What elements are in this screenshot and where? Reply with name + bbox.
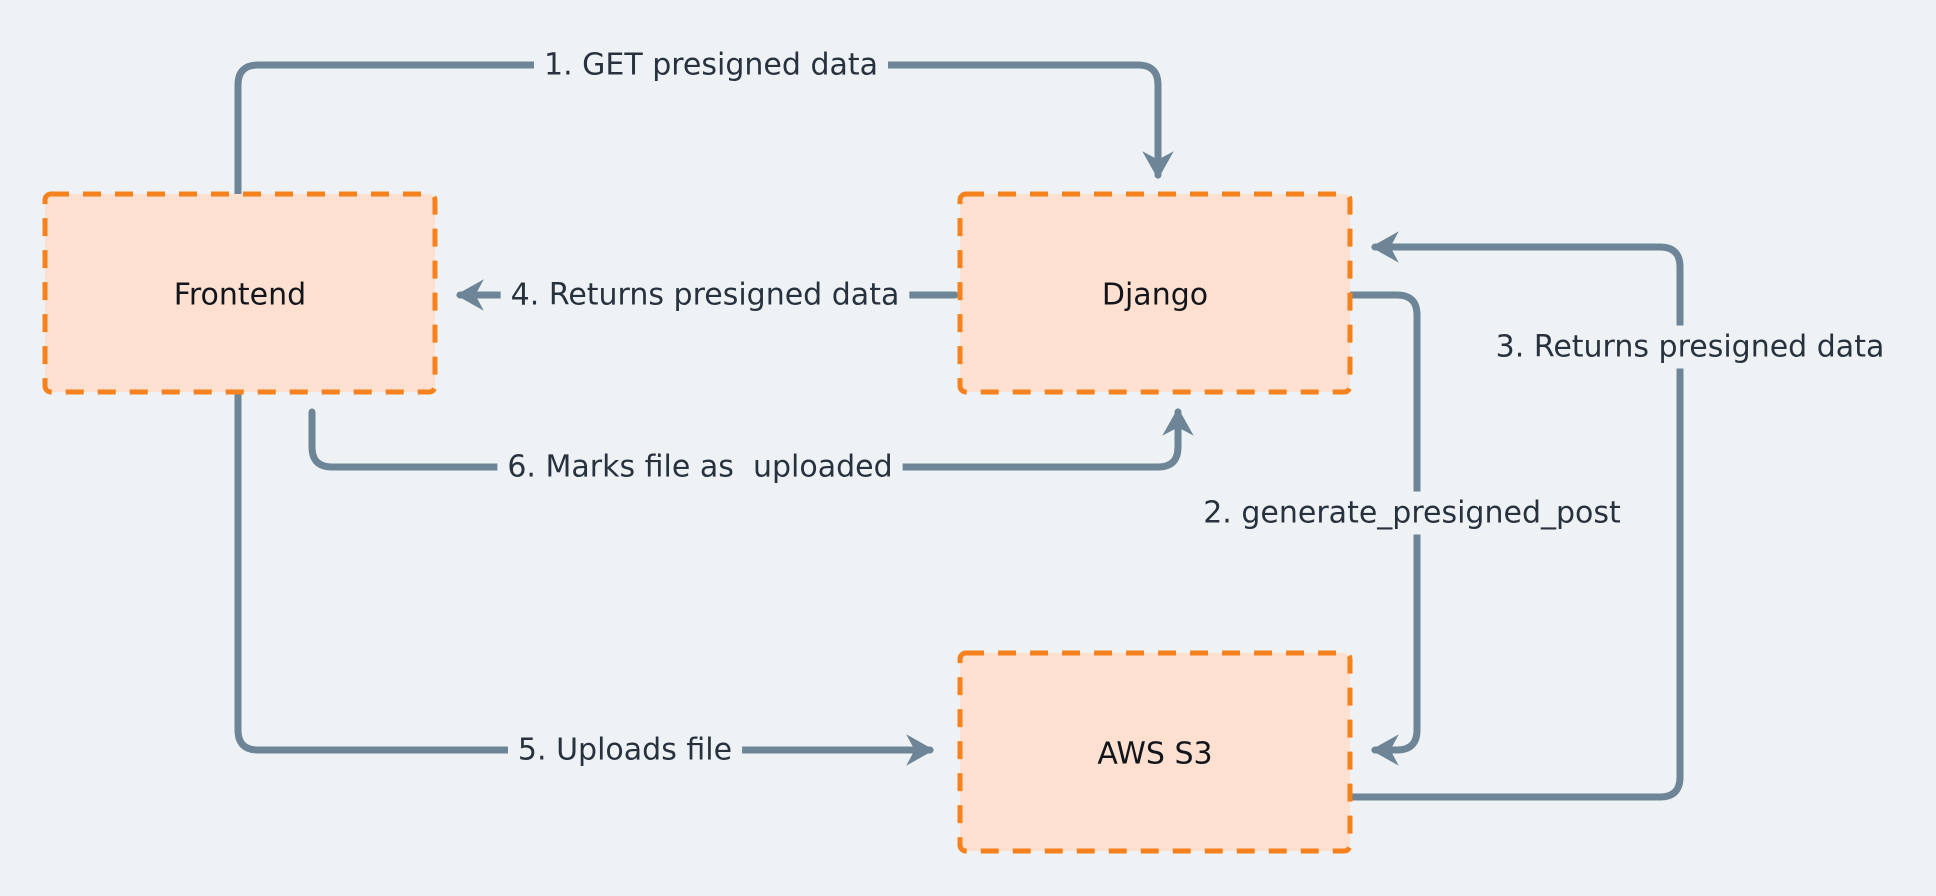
edge-1-label-bg (533, 43, 889, 87)
edge-6-label-bg (497, 445, 903, 489)
node-django-box[interactable] (957, 191, 1353, 395)
node-django-label: Django (1102, 278, 1208, 313)
node-aws-s3[interactable]: AWS S3 (957, 650, 1353, 854)
edge-3-path (1346, 231, 1684, 801)
edge-4-label: 4. Returns presigned data (511, 278, 900, 313)
edge-3-label: 3. Returns presigned data (1496, 330, 1885, 365)
edge-3-label-bg (1485, 325, 1895, 369)
edge-4-label-bg (500, 273, 910, 317)
node-frontend-label: Frontend (174, 278, 306, 313)
edge-3-returns-presigned-data: 3. Returns presigned data (1346, 231, 1895, 801)
edge-6-label: 6. Marks file as uploaded (507, 450, 892, 485)
edge-1-get-presigned-data: 1. GET presigned data (234, 43, 1174, 198)
node-aws-s3-label: AWS S3 (1097, 737, 1212, 772)
edge-4-returns-presigned-data: 4. Returns presigned data (455, 273, 959, 317)
node-aws-s3-box[interactable] (957, 650, 1353, 854)
edge-5-label-bg (507, 728, 743, 772)
edge-6-marks-file-as-uploaded: 6. Marks file as uploaded (308, 407, 1194, 489)
edge-5-label: 5. Uploads file (518, 733, 732, 768)
edge-2-label: 2. generate_presigned_post (1203, 496, 1621, 531)
node-frontend[interactable]: Frontend (42, 191, 438, 395)
edge-2-generate-presigned-post: 2. generate_presigned_post (1193, 291, 1632, 766)
edge-1-label: 1. GET presigned data (544, 48, 878, 83)
node-frontend-box[interactable] (42, 191, 438, 395)
node-django[interactable]: Django (957, 191, 1353, 395)
edge-2-label-bg (1193, 491, 1632, 535)
edge-5-uploads-file: 5. Uploads file (234, 388, 935, 772)
edge-5-path (234, 388, 935, 766)
